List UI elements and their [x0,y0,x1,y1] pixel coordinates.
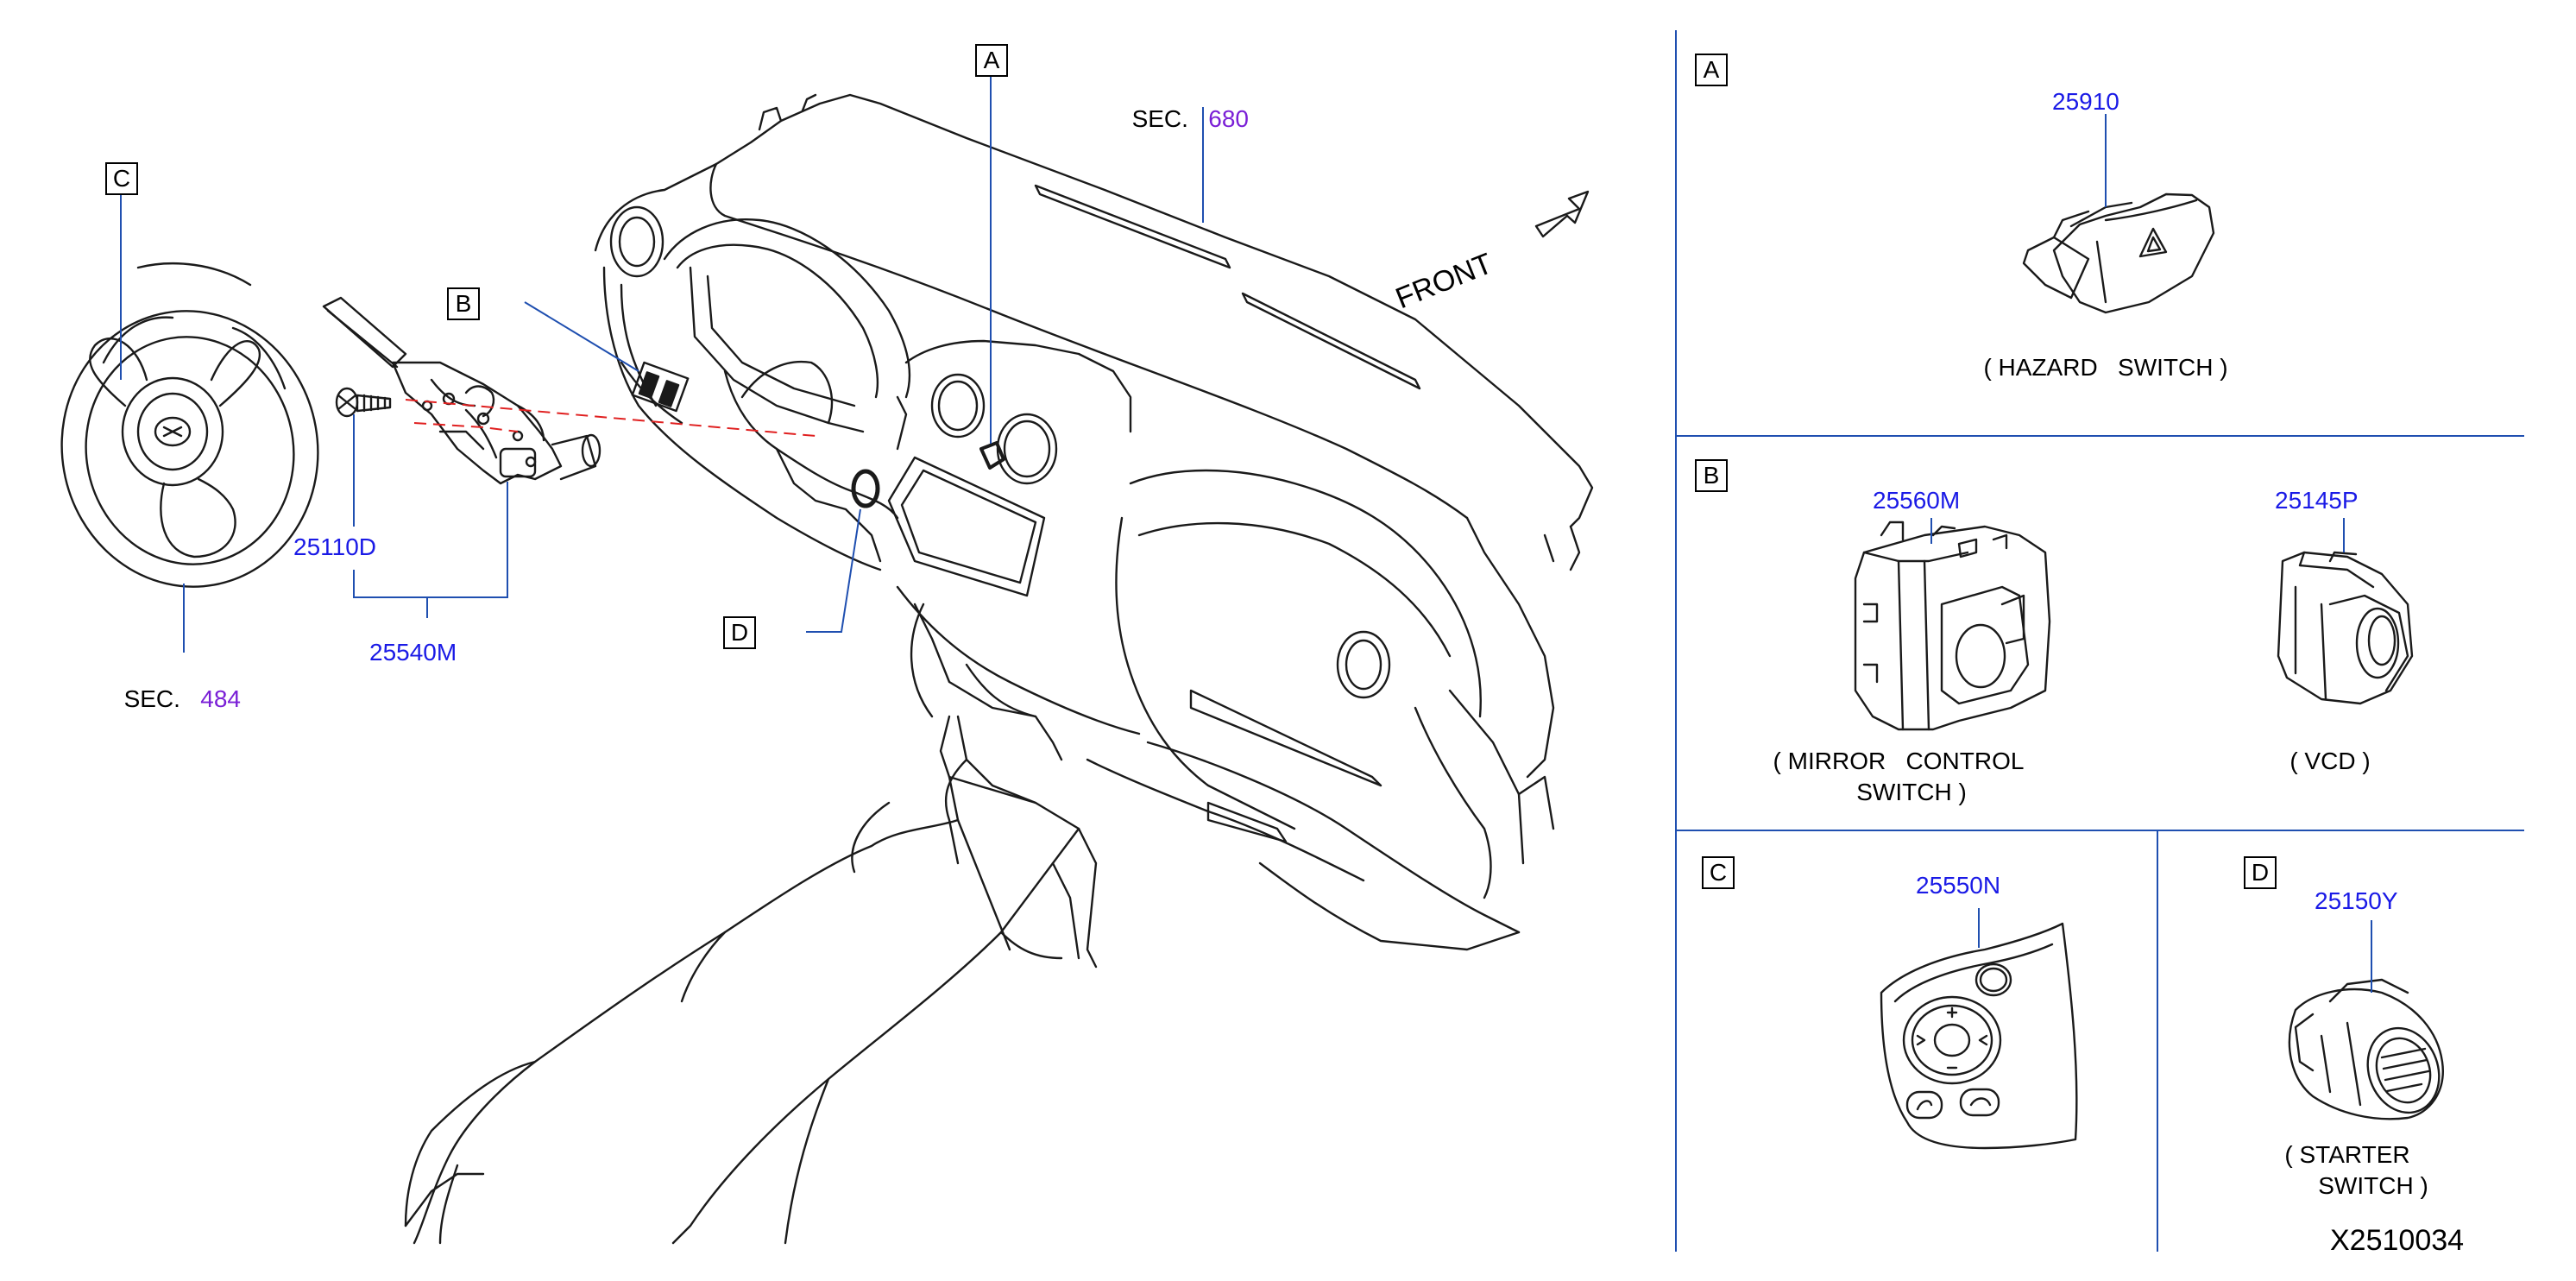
hazard-switch-icon [2022,192,2215,314]
sec-680-label: SEC. 680 [1118,83,1249,131]
mirror-control-caption-line2: SWITCH ) [1856,779,1967,805]
panel-b-letter: B [1695,459,1728,492]
vcd-switch-icon [2277,551,2414,705]
panel-d-letter: D [2244,856,2277,889]
callout-b: B [447,287,480,320]
panel-a-letter: A [1695,54,1728,86]
diagram-code: X2510034 [2330,1224,2465,1257]
vcd-caption: ( VCD ) [2289,748,2371,774]
sec-484-label: SEC. 484 [110,663,241,711]
part-25550n[interactable]: 25550N [1916,872,2001,899]
mirror-control-caption-line1: ( MIRROR CONTROL [1773,748,2025,774]
reference-cut-line [405,399,816,437]
starter-switch-caption-line2: SWITCH ) [2318,1172,2428,1199]
steering-audio-switch-icon [1880,922,2078,1150]
sec-484-number[interactable]: 484 [200,685,241,712]
sec-680-number[interactable]: 680 [1208,105,1249,132]
starter-switch-icon [2288,978,2444,1120]
front-arrow-icon [1534,190,1590,238]
sec-680-prefix: SEC. [1131,105,1188,132]
callout-d: D [723,616,756,649]
leader-lines [120,76,2372,993]
combination-switch-icon [322,296,601,485]
part-25540m[interactable]: 25540M [369,639,457,666]
panel-c-letter: C [1702,856,1735,889]
steering-wheel-icon [60,262,319,588]
part-25560m[interactable]: 25560M [1873,487,1961,514]
callout-c: C [105,162,138,195]
mirror-control-switch-icon [1854,521,2051,731]
sec-484-prefix: SEC. [123,685,180,712]
hazard-switch-caption: ( HAZARD SWITCH ) [1983,354,2228,381]
part-25910[interactable]: 25910 [2052,88,2119,115]
starter-switch-caption-line1: ( STARTER [2284,1141,2410,1168]
instrument-panel-icon [404,93,1594,1245]
part-25150y[interactable]: 25150Y [2315,887,2398,914]
callout-a: A [975,44,1008,77]
part-25145p[interactable]: 25145P [2275,487,2359,514]
part-25110d[interactable]: 25110D [293,533,377,560]
panel-dividers [1675,30,2524,1252]
screw-icon [335,387,392,418]
